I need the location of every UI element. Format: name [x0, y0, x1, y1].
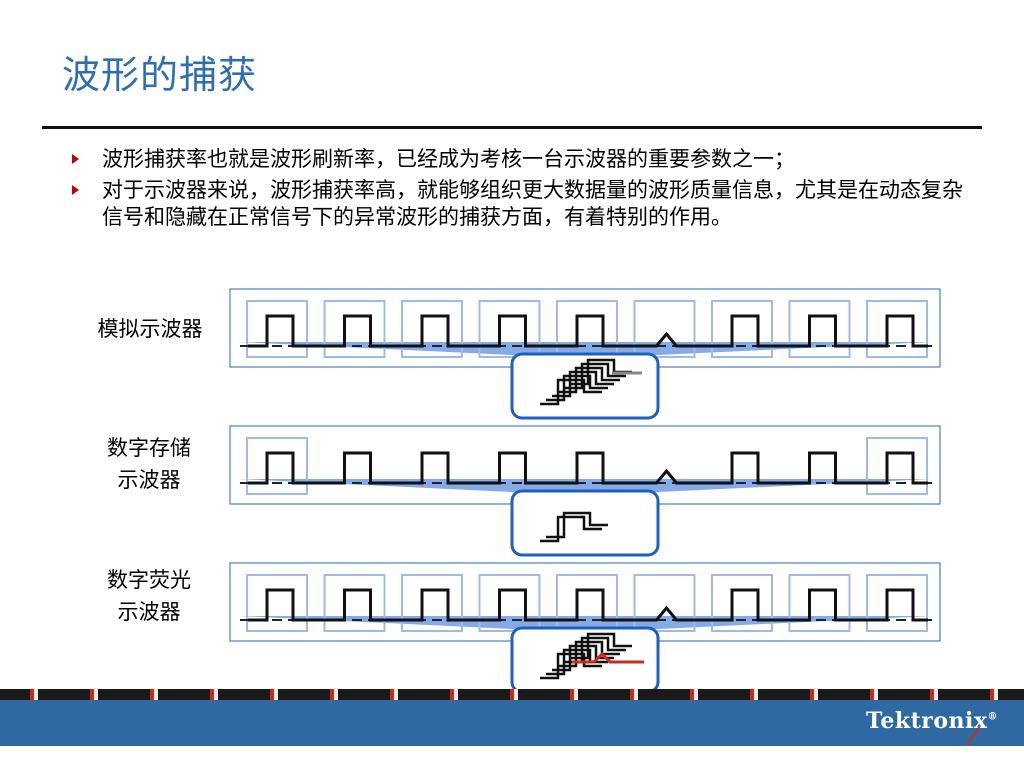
capture-window — [246, 574, 308, 632]
bullet-arrow-icon — [72, 154, 79, 164]
capture-window — [633, 574, 696, 632]
title-divider — [42, 126, 982, 129]
row-label-dso: 数字存储 示波器 — [107, 436, 191, 492]
capture-window — [323, 574, 386, 632]
capture-window — [788, 300, 851, 358]
row-label-analog: 模拟示波器 — [97, 317, 203, 341]
waveform-capture-diagram — [229, 288, 941, 694]
overlay-trace — [570, 632, 632, 660]
signal-pulse-train — [248, 314, 928, 348]
overlay-trace — [540, 515, 602, 543]
capture-window — [401, 574, 463, 632]
capture-window — [478, 574, 541, 632]
footer-band — [0, 700, 1024, 746]
capture-window — [711, 574, 773, 632]
bullet-item: 对于示波器来说，波形捕获率高，就能够组织更大数据量的波形质量信息，尤其是在动态复… — [72, 177, 972, 231]
bullet-list: 波形捕获率也就是波形刷新率，已经成为考核一台示波器的重要参数之一； 对于示波器来… — [72, 146, 972, 235]
overlay-trace — [546, 511, 608, 539]
bullet-text: 对于示波器来说，波形捕获率高，就能够组织更大数据量的波形质量信息，尤其是在动态复… — [102, 178, 963, 229]
bullet-text: 波形捕获率也就是波形刷新率，已经成为考核一台示波器的重要参数之一； — [102, 147, 795, 171]
signal-pulse-train — [248, 451, 928, 485]
bullet-item: 波形捕获率也就是波形刷新率，已经成为考核一台示波器的重要参数之一； — [72, 146, 972, 173]
overlay-trace — [564, 362, 626, 390]
signal-pulse-train — [248, 588, 928, 622]
capture-window — [478, 300, 541, 358]
tektronix-logo: Tektronix® — [866, 708, 998, 734]
capture-window — [866, 574, 928, 632]
slide-title: 波形的捕获 — [62, 53, 258, 97]
capture-window — [866, 300, 928, 358]
capture-window — [246, 300, 308, 358]
capture-window — [788, 574, 851, 632]
capture-window — [866, 437, 928, 495]
anomaly-trace — [572, 651, 644, 664]
capture-window — [246, 437, 308, 495]
capture-window — [633, 300, 696, 358]
capture-window — [401, 300, 463, 358]
footer-stripe — [0, 689, 1024, 700]
row-label-dpo: 数字荧光 示波器 — [107, 568, 191, 624]
bullet-arrow-icon — [72, 185, 79, 195]
capture-window — [323, 300, 386, 358]
capture-window — [711, 300, 773, 358]
